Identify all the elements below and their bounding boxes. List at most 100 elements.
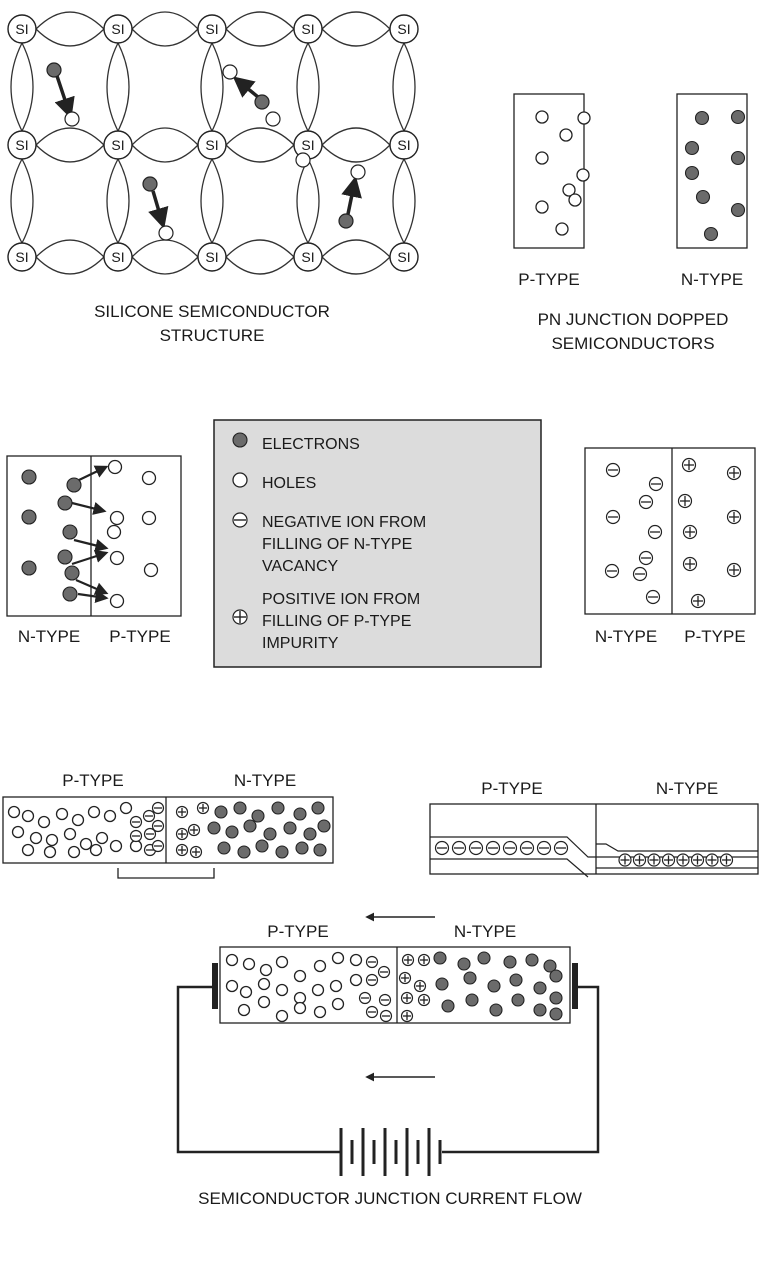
silicon-atom: SI [7, 242, 37, 272]
electron-jump-arrow [232, 76, 260, 99]
hole [109, 510, 125, 526]
hole [79, 837, 93, 851]
negative-ion [502, 840, 518, 856]
electron [549, 991, 563, 1005]
hole [109, 593, 125, 609]
right-electrode [572, 963, 578, 1009]
electron [441, 999, 455, 1013]
electron [255, 839, 269, 853]
negative-ion [638, 550, 654, 566]
negative-ion [605, 462, 621, 478]
negative-ion [377, 965, 391, 979]
negative-ion [129, 829, 143, 843]
hole [89, 843, 103, 857]
positive-ion [400, 991, 414, 1005]
negative-ion-icon [232, 512, 248, 528]
electron [695, 189, 711, 205]
p-type-block [513, 93, 585, 249]
hole [225, 979, 239, 993]
electron [549, 1007, 563, 1021]
positive-ion [690, 853, 705, 867]
hole [71, 813, 85, 827]
hole [67, 845, 81, 859]
hole [259, 963, 273, 977]
diffusion-right-label: P-TYPE [109, 627, 170, 646]
silicon-atom: SI [197, 130, 227, 160]
silicon-atom-label: SI [111, 137, 124, 153]
legend-box [213, 419, 542, 668]
hole [239, 985, 253, 999]
doped-caption-line2: SEMICONDUCTORS [551, 334, 714, 353]
diffusion-arrow [77, 589, 109, 604]
silicon-atom-label: SI [15, 21, 28, 37]
silicon-atom-label: SI [205, 249, 218, 265]
electron [21, 560, 37, 576]
band-ions [434, 840, 734, 867]
lattice-caption-line2: STRUCTURE [160, 326, 265, 345]
electron [525, 953, 539, 967]
electron [433, 951, 447, 965]
hole [64, 111, 80, 127]
positive-ion [618, 853, 632, 867]
negative-ion [647, 524, 663, 540]
hole [21, 809, 35, 823]
negative-ion [151, 839, 165, 853]
hole [143, 562, 159, 578]
diffusion-left-label: N-TYPE [18, 627, 80, 646]
depletion-carriers [7, 801, 331, 859]
electron [243, 819, 257, 833]
negative-ion [485, 840, 501, 856]
hole [106, 524, 122, 540]
hole [107, 459, 123, 475]
negative-ion [143, 827, 157, 841]
electron [549, 969, 563, 983]
electron [62, 524, 78, 540]
electron [254, 94, 270, 110]
electron [465, 993, 479, 1007]
positive-ion [677, 493, 693, 509]
ion-charges [604, 457, 742, 609]
hole [535, 200, 549, 214]
hole [21, 843, 35, 857]
silicon-atom-label: SI [397, 249, 410, 265]
hole [275, 983, 289, 997]
silicon-atom-label: SI [15, 249, 28, 265]
silicon-atom: SI [103, 14, 133, 44]
silicon-atom: SI [103, 242, 133, 272]
positive-ion [676, 853, 690, 867]
circuit-caption: SEMICONDUCTOR JUNCTION CURRENT FLOW [198, 1189, 582, 1208]
silicon-atom-label: SI [301, 21, 314, 37]
silicon-atom: SI [7, 130, 37, 160]
electron [311, 801, 325, 815]
hole [535, 151, 549, 165]
electron [533, 981, 547, 995]
hole [313, 1005, 327, 1019]
hole [95, 831, 109, 845]
diffusion-arrow [78, 465, 109, 481]
ions-right-label: P-TYPE [684, 627, 745, 646]
hole [129, 839, 143, 853]
positive-ion [401, 953, 415, 967]
n-type-block [676, 93, 748, 249]
negative-ion [632, 566, 648, 582]
hole [141, 510, 157, 526]
hole [63, 827, 77, 841]
lattice-pairs [46, 62, 366, 241]
positive-ion [417, 993, 431, 1007]
hole [225, 953, 239, 967]
positive-ion [690, 593, 706, 609]
hole [349, 973, 363, 987]
negative-ion [358, 991, 372, 1005]
silicon-atom-label: SI [205, 21, 218, 37]
electron [477, 951, 491, 965]
hole [109, 839, 123, 853]
silicon-atom: SI [293, 130, 323, 160]
doped-p-label: P-TYPE [518, 270, 579, 289]
negative-ion [143, 843, 157, 857]
hole [275, 955, 289, 969]
hole [311, 983, 325, 997]
negative-ion [129, 815, 143, 829]
hole [568, 193, 582, 207]
silicon-atom-label: SI [205, 137, 218, 153]
